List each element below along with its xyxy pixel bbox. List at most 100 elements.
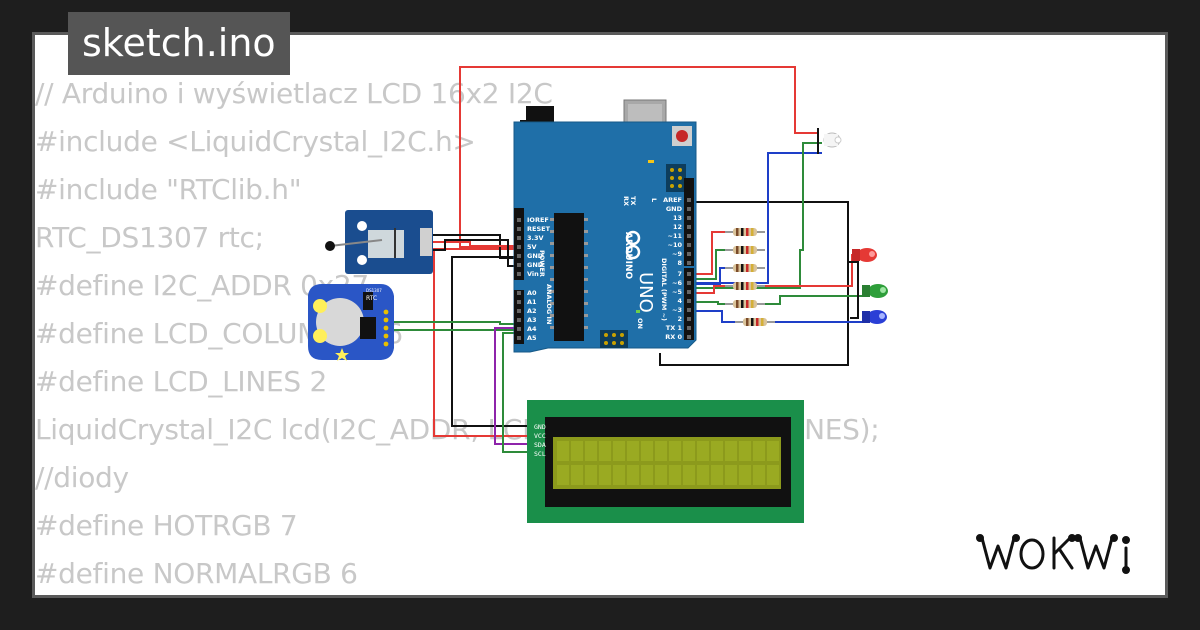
led-green[interactable] (862, 284, 888, 298)
digital-pin-label: ~5 (672, 288, 682, 296)
l-label: L (650, 198, 658, 202)
lcd-cell (599, 441, 611, 461)
rgb-led[interactable] (817, 128, 842, 154)
digital-pin-label: ~3 (672, 306, 682, 314)
wire-green-led-green (765, 295, 862, 305)
code-line: // Arduino i wyświetlacz LCD 16x2 I2C (35, 77, 553, 110)
lcd-cell (711, 465, 723, 485)
analog-pin-label: A4 (527, 325, 537, 333)
resistor (725, 300, 765, 308)
analog-pin-label: A5 (527, 334, 537, 342)
wokwi-logo (976, 534, 1130, 574)
tx-label: TX (629, 196, 637, 205)
arduino-logo-icon (625, 230, 641, 260)
power-pin-label: IOREF (527, 216, 549, 224)
digital-pin-hole (687, 207, 691, 211)
digital-label: DIGITAL (PWM ~) (660, 258, 668, 321)
digital-pin-label: 2 (677, 315, 682, 323)
led-red[interactable] (852, 248, 877, 262)
power-pin-label: GND (527, 252, 544, 260)
lcd-cell (557, 465, 569, 485)
temperature-sensor-module[interactable] (325, 210, 433, 274)
power-pin-hole (517, 245, 521, 249)
digital-pin-hole (687, 317, 691, 321)
lcd-cell (557, 441, 569, 461)
lcd-cell (753, 465, 765, 485)
wire-black-gnd-lcd (451, 256, 527, 427)
icsp-bottom (600, 330, 628, 348)
digital-pin-label: ~11 (668, 232, 683, 240)
digital-pin-label: ~9 (672, 250, 682, 258)
icsp-header (666, 164, 686, 192)
rtc-chip-label: DS1307 (366, 288, 382, 293)
lcd-cell (613, 465, 625, 485)
lcd-cell (571, 465, 583, 485)
lcd-pin-sda: SDA (534, 441, 546, 449)
wire-blue-r6 (686, 310, 735, 323)
code-line: #define NORMALRGB 6 (35, 557, 358, 590)
digital-pin-label: 12 (673, 223, 682, 231)
lcd-16x2-display[interactable]: GND VCC SDA SCL (527, 400, 804, 523)
code-line: #include "RTClib.h" (35, 173, 302, 206)
resistor-group (725, 228, 775, 326)
lcd-cell (655, 441, 667, 461)
arduino-uno-board[interactable]: ARDUINO UNO DIGITAL (PWM ~) POWER ANALOG… (513, 99, 697, 353)
sketch-filename-tab[interactable]: sketch.ino (68, 12, 290, 75)
arduino-model-text: UNO (635, 272, 656, 313)
wire-black-gnd-top (659, 201, 849, 366)
lcd-pin-vcc: VCC (534, 432, 546, 440)
wire-purple-lcd-sda (494, 327, 527, 445)
wire-red-r4 (686, 285, 725, 294)
resistor (735, 318, 775, 326)
lcd-cell (753, 441, 765, 461)
resistor (725, 246, 765, 254)
lcd-cell (641, 465, 653, 485)
rtc-ds1307-module[interactable]: RTC DS1307 (308, 284, 394, 361)
wire-red-5v-sensor (432, 241, 520, 247)
led-blue[interactable] (862, 310, 887, 324)
arduino-brand-text: ARDUINO (623, 232, 633, 280)
lcd-cell (585, 441, 597, 461)
digital-pin-hole (687, 252, 691, 256)
code-line: #define LCD_LINES 2 (35, 365, 327, 398)
lcd-cell (655, 465, 667, 485)
resistor (725, 228, 765, 236)
wire-green-r2 (686, 249, 725, 280)
lcd-cell (571, 441, 583, 461)
digital-header-bottom (684, 268, 694, 340)
digital-pin-label: ~10 (668, 241, 683, 249)
lcd-cell (683, 465, 695, 485)
wire-green-rtc-sda (390, 321, 520, 325)
lcd-cell (725, 465, 737, 485)
digital-pin-hole (687, 261, 691, 265)
wire-red-5v-lcd (433, 248, 527, 437)
power-pin-hole (517, 236, 521, 240)
analog-pin-label: A3 (527, 316, 537, 324)
resistor (725, 282, 765, 290)
wire-red-r1 (686, 231, 725, 275)
lcd-cell (767, 441, 779, 461)
power-pin-label: Vin (527, 270, 539, 278)
power-pin-label: RESET (527, 225, 551, 233)
analog-header (514, 290, 524, 344)
digital-pin-hole (687, 326, 691, 330)
lcd-pin-labels: GND VCC SDA SCL (534, 423, 546, 458)
digital-pin-label: 13 (673, 214, 682, 222)
wire-blue-rgb (686, 152, 822, 284)
lcd-cell (585, 465, 597, 485)
power-pin-hole (517, 227, 521, 231)
lcd-cell (697, 465, 709, 485)
on-label: ON (636, 318, 644, 329)
digital-pin-label: 4 (677, 297, 682, 305)
digital-pin-label: ~6 (672, 279, 682, 287)
power-header (514, 208, 524, 280)
analog-pin-hole (517, 300, 521, 304)
lcd-cell (627, 465, 639, 485)
analog-pin-hole (517, 309, 521, 313)
digital-pin-hole (687, 290, 691, 294)
wire-green-rgb (686, 142, 822, 289)
analog-pin-hole (517, 291, 521, 295)
